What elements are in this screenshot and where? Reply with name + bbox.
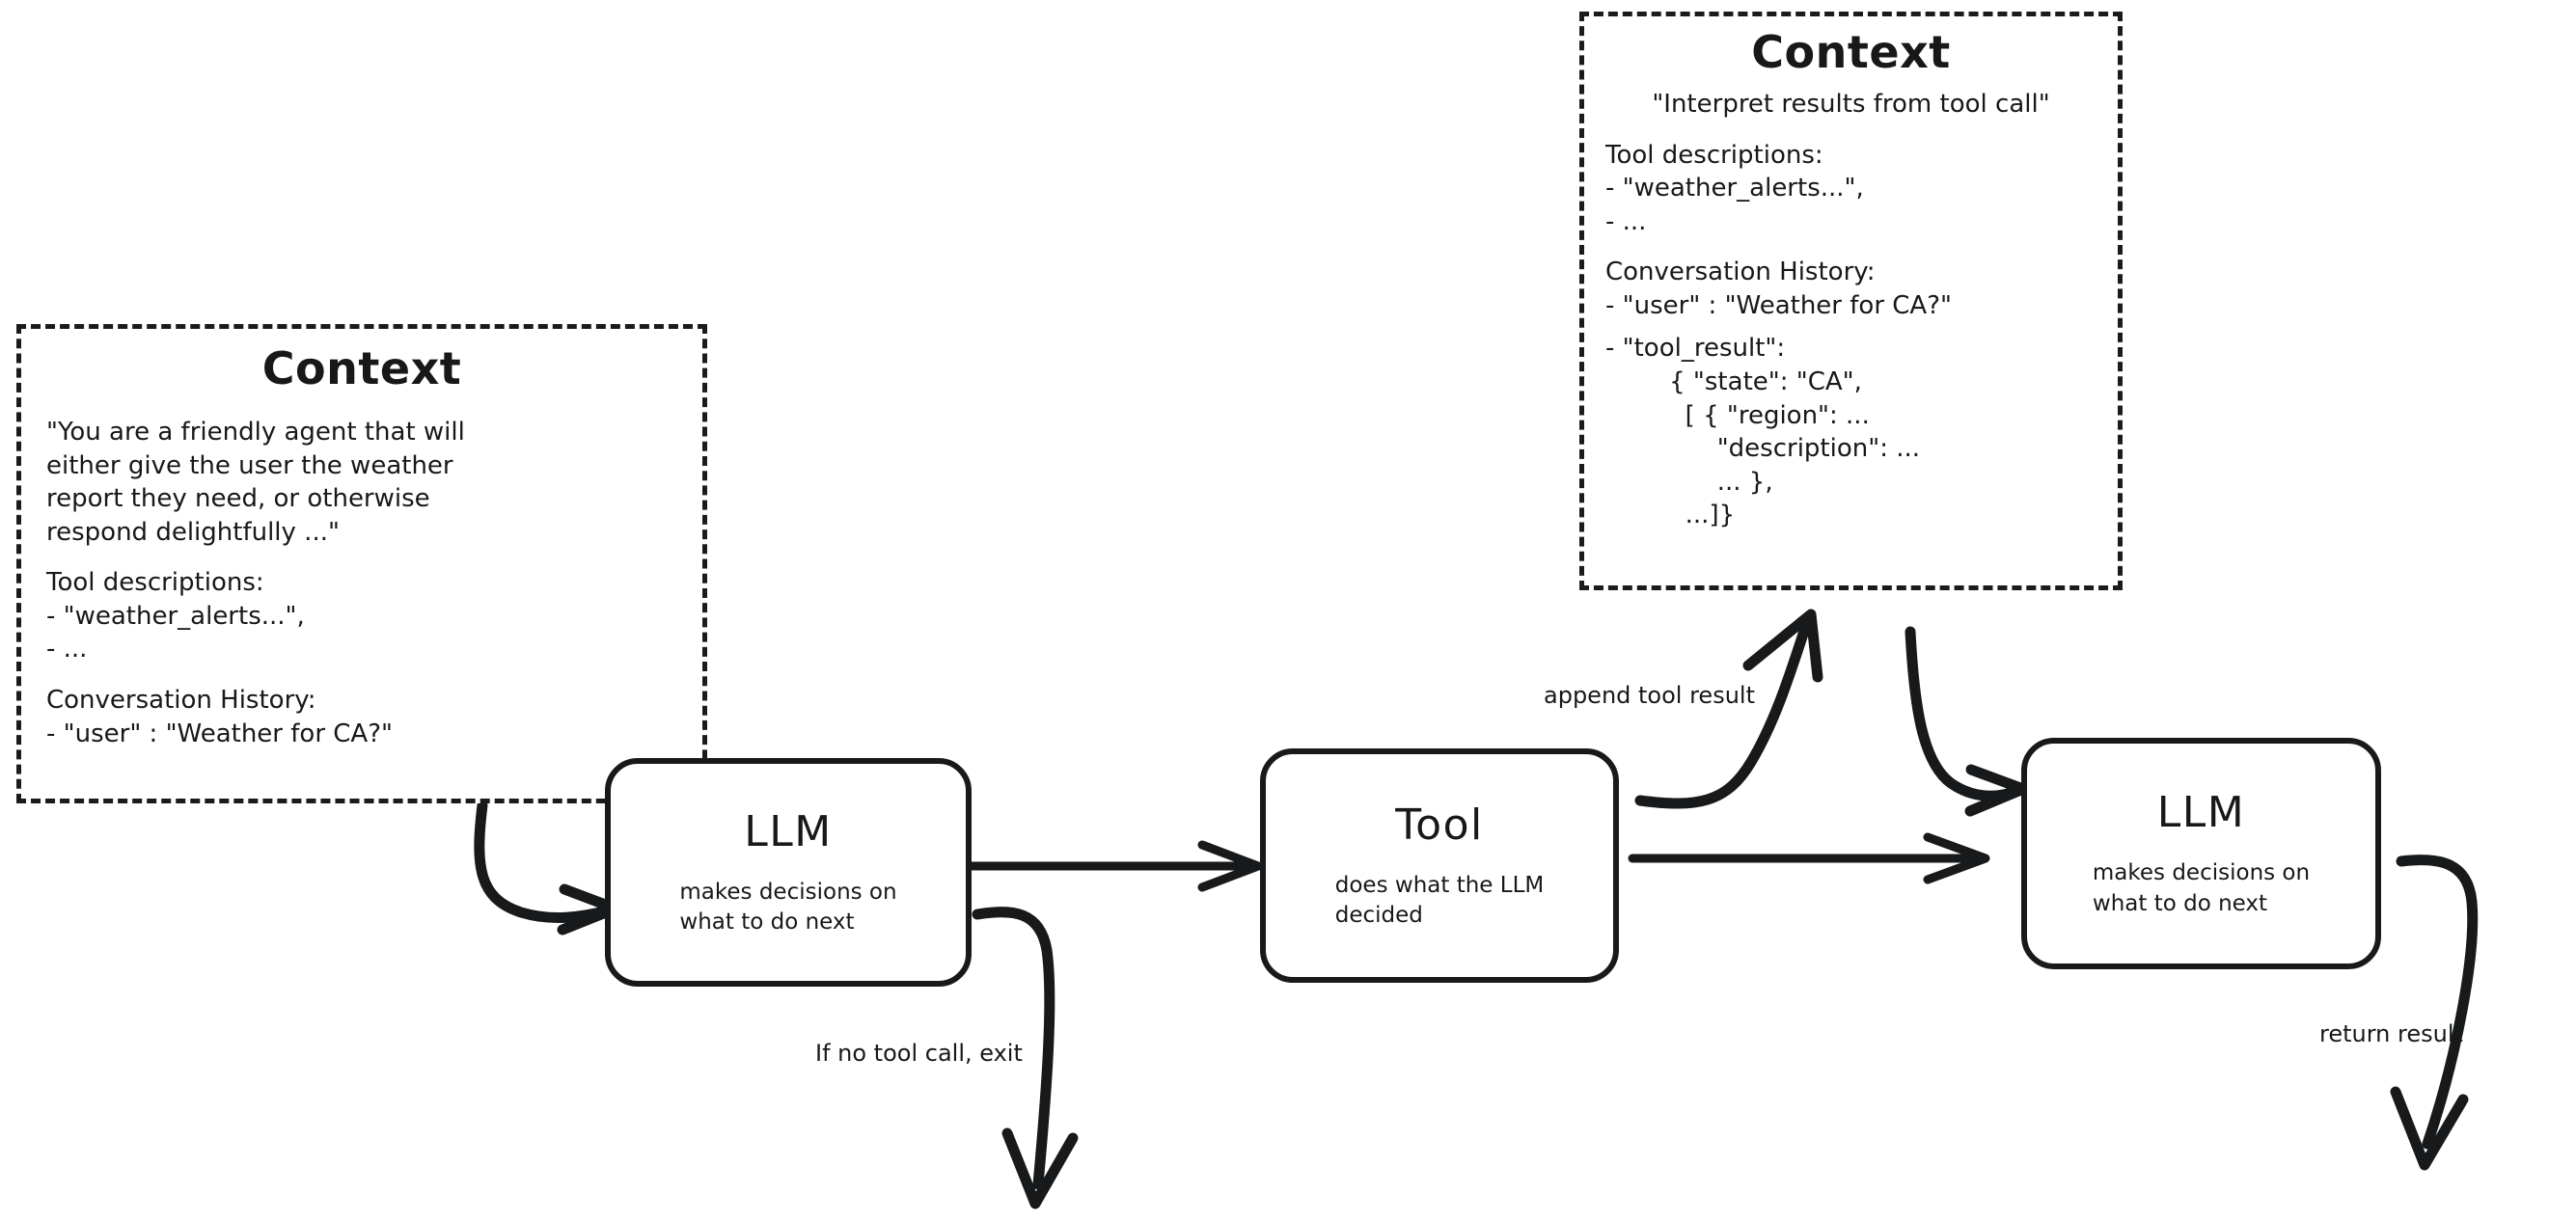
context-box-right: Context "Interpret results from tool cal…: [1579, 12, 2123, 590]
edge-label-append-tool-result: append tool result: [1544, 682, 1755, 709]
context-right-history-items: - "user" : "Weather for CA?": [1605, 290, 1952, 320]
context-right-tools-items: - "weather_alerts...", - ...: [1605, 174, 1864, 236]
arrow-llm-first-to-tool: [965, 840, 1263, 892]
edge-label-return-result: return result: [2319, 1020, 2463, 1047]
context-left-tools-items: - "weather_alerts...", - ...: [46, 601, 305, 665]
node-tool[interactable]: Tool does what the LLM decided: [1260, 748, 1619, 983]
arrow-tool-to-context-right: [1634, 609, 1823, 809]
node-llm-second-subtitle: makes decisions on what to do next: [2092, 860, 2311, 916]
node-llm-first-subtitle: makes decisions on what to do next: [679, 879, 897, 935]
node-llm-first-title: LLM: [744, 806, 833, 856]
edge-label-no-tool-call-exit: If no tool call, exit: [815, 1040, 1023, 1067]
context-left-system-prompt: "You are a friendly agent that will eith…: [46, 418, 465, 547]
arrow-context-right-to-llm-second: [1905, 626, 2029, 817]
node-tool-title: Tool: [1395, 800, 1484, 850]
context-right-system-prompt: "Interpret results from tool call": [1652, 90, 2050, 119]
context-left-history-items: - "user" : "Weather for CA?": [46, 719, 393, 748]
context-right-tool-result: - "tool_result": { "state": "CA", [ { "r…: [1605, 334, 1921, 530]
context-right-tools-heading: Tool descriptions:: [1605, 140, 1823, 170]
context-left-tools-heading: Tool descriptions:: [46, 568, 264, 598]
arrow-tool-to-llm-second: [1628, 832, 1990, 884]
arrow-llm-second-return: [2390, 855, 2479, 1171]
node-llm-first[interactable]: LLM makes decisions on what to do next: [605, 758, 972, 987]
node-llm-second[interactable]: LLM makes decisions on what to do next: [2021, 738, 2381, 969]
context-left-history-heading: Conversation History:: [46, 686, 316, 716]
node-llm-second-title: LLM: [2156, 788, 2246, 838]
arrow-context-to-llm-first: [474, 800, 621, 936]
node-tool-subtitle: does what the LLM decided: [1334, 872, 1545, 928]
context-right-title: Context: [1751, 26, 1951, 78]
context-left-title: Context: [261, 342, 462, 394]
context-right-history-heading: Conversation History:: [1605, 258, 1876, 287]
context-box-left: Context "You are a friendly agent that w…: [16, 324, 707, 803]
